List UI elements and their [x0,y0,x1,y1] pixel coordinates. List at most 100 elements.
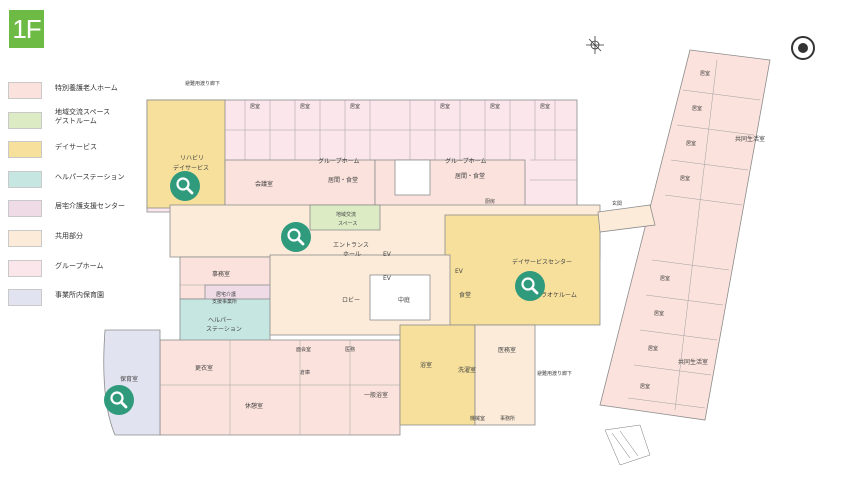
zone-community-space [309,204,381,231]
room-group-home-2: グループホーム [445,157,486,165]
room-medical: 医務室 [498,346,516,354]
legend-item: ヘルパーステーション [8,169,158,193]
room-kyoshitsu-e4: 居室 [680,175,690,182]
zoom-button[interactable] [281,222,311,252]
room-kyoshitsu-n1: 居室 [250,103,260,110]
room-group-home: グループホーム [318,157,359,165]
legend-swatch [8,111,42,129]
label-corridor-south: 避難用渡り廊下 [537,370,572,377]
legend-label: 地域交流スペース ゲストルーム [55,107,111,125]
room-kyoshitsu-e6: 居室 [654,310,664,317]
facility-logo-icon [791,36,815,60]
legend-label: ヘルパーステーション [55,172,125,181]
zone-care-support [204,284,271,301]
room-community-l1: 地域交流 [336,211,356,218]
legend-swatch [8,141,42,159]
legend-item: 共用部分 [8,228,158,252]
room-ev-1: EV [383,251,392,258]
legend-swatch [8,229,42,247]
legend-item: デイサービス [8,139,158,163]
floor-badge: 1F [9,10,44,48]
room-rest: 休憩室 [245,402,263,410]
zone-courtyard [369,274,431,321]
zoom-button[interactable] [515,271,545,301]
label-corridor-north: 避難用渡り廊下 [185,80,220,87]
zone-day-bath [399,324,476,426]
room-living-dining: 居間・食堂 [328,176,358,184]
room-entrance-l1: エントランス [333,242,369,249]
legend-swatch [8,82,42,99]
room-ev-2: EV [383,275,392,282]
legend: 特別養護老人ホーム 地域交流スペース ゲストルーム デイサービス ヘルパーステー… [8,80,158,317]
zone-garden [394,159,431,196]
room-kyoshitsu-e7: 居室 [648,345,658,352]
legend-item: 事業所内保育園 [8,287,158,311]
zone-day-center [444,214,601,326]
legend-label: 居宅介護支援センター [55,202,125,211]
room-meeting: 会議室 [255,180,273,188]
legend-item: 居宅介護支援センター [8,198,158,222]
zone-helper-station [179,298,271,342]
label-machine: 機械室 [470,415,485,422]
room-rehab-day-l1: リハビリ [180,154,204,162]
legend-label: デイサービス [55,143,97,152]
zone-east-wing [599,49,771,421]
room-karaoke: カラオケルーム [535,292,577,299]
legend-swatch [8,259,42,277]
room-entrance-l2: ホール [343,251,361,258]
label-elder-office: 事務所 [500,415,515,422]
legend-item: グループホーム [8,258,158,282]
room-kyoshitsu-n3: 居室 [350,103,360,110]
label-visitor: 面会室 [296,346,311,353]
room-rehab-day-l2: デイサービス [173,164,209,172]
room-changing: 更衣室 [195,364,213,372]
room-kyoshitsu-n2: 居室 [300,103,310,110]
zone-south-care [159,339,401,436]
room-living-dining-2: 居間・食堂 [455,172,485,180]
room-daycare: 保育室 [120,375,138,383]
room-office: 事務室 [212,270,230,278]
label-storage: 倉庫 [300,369,310,376]
room-kyoshitsu-n6: 居室 [540,103,550,110]
room-care-support-l1: 居宅介護 [216,291,236,298]
legend-item: 地域交流スペース ゲストルーム [8,107,158,134]
room-shared-north: 共同生活室 [735,135,765,143]
room-community-l2: スペース [338,221,357,227]
room-ev-3: EV [455,268,464,275]
zone-south-east [474,324,536,426]
room-bath: 浴室 [420,361,432,369]
zone-care-west [224,159,376,211]
stairs-icon [604,424,651,466]
room-laundry: 洗濯室 [458,366,476,374]
room-shared-south: 共同生活室 [678,358,708,366]
legend-label: 事業所内保育園 [55,291,104,300]
zone-bridge [597,204,656,233]
room-kyoshitsu-e1: 居室 [700,70,710,77]
legend-label: 共用部分 [55,231,83,240]
room-kyoshitsu-n5: 居室 [490,103,500,110]
zoom-button[interactable] [104,385,134,415]
room-kyoshitsu-e8: 居室 [640,383,650,390]
legend-swatch [8,200,42,218]
room-kyoshitsu-e2: 居室 [692,105,702,112]
room-day-center: デイサービスセンター [512,258,572,266]
room-helper-l1: ヘルパー [208,317,232,324]
label-medical: 医務 [345,346,355,353]
room-courtyard: 中庭 [398,296,410,304]
room-care-support-l2: 支援事業所 [212,298,237,305]
zoom-button[interactable] [170,171,200,201]
room-helper-l2: ステーション [206,326,242,333]
compass-icon [586,36,604,54]
room-kyoshitsu-n4: 居室 [440,103,450,110]
label-front-door: 玄関 [612,200,622,207]
room-dining: 食堂 [459,291,471,299]
room-lobby: ロビー [342,296,360,304]
legend-item: 特別養護老人ホーム [8,80,158,104]
room-general-bath: 一般浴室 [364,391,388,399]
legend-swatch [8,170,42,188]
legend-label: 特別養護老人ホーム [55,84,118,92]
legend-label: グループホーム [55,261,104,270]
room-kyoshitsu-e3: 居室 [686,140,696,147]
label-kitchen: 厨房 [485,198,495,205]
